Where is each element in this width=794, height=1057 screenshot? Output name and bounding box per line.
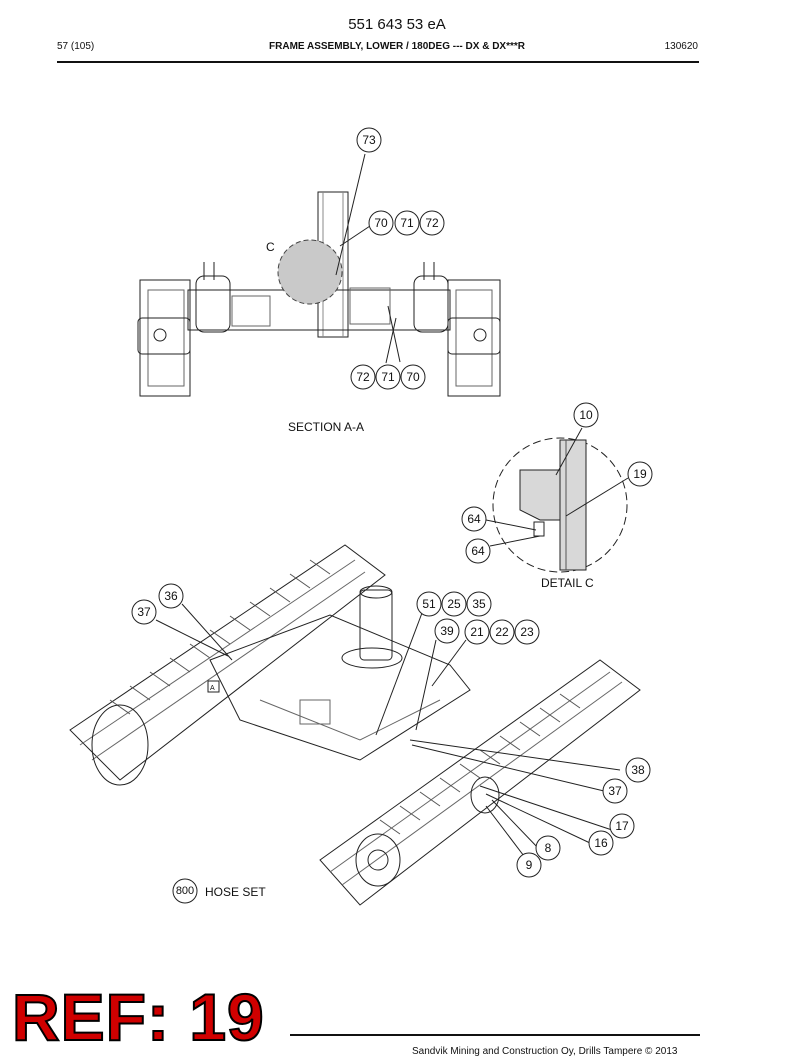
- callout: 72: [419, 210, 445, 236]
- header-rule: [57, 61, 699, 63]
- svg-text:70: 70: [406, 370, 420, 384]
- callout: 36: [158, 583, 184, 609]
- detail-label: DETAIL C: [541, 576, 594, 590]
- svg-text:800: 800: [176, 885, 194, 897]
- section-view: [137, 153, 501, 397]
- svg-text:22: 22: [495, 625, 509, 639]
- svg-text:71: 71: [400, 216, 414, 230]
- svg-text:72: 72: [356, 370, 370, 384]
- svg-text:64: 64: [471, 544, 485, 558]
- svg-text:9: 9: [526, 858, 533, 872]
- view-marker: A: [210, 685, 215, 692]
- callout: 64: [461, 506, 487, 532]
- callout: 37: [602, 778, 628, 804]
- callout: 16: [588, 830, 614, 856]
- callout: 72: [350, 364, 376, 390]
- callout: 21: [464, 619, 490, 645]
- svg-text:10: 10: [579, 408, 593, 422]
- svg-text:37: 37: [137, 605, 151, 619]
- callout: 37: [131, 599, 157, 625]
- callout: 38: [625, 757, 651, 783]
- svg-text:21: 21: [470, 625, 484, 639]
- footer-rule: [290, 1034, 700, 1036]
- page-number: 57 (105): [57, 41, 95, 52]
- hose-set-callout: 800: [172, 878, 198, 904]
- svg-text:72: 72: [425, 216, 439, 230]
- svg-text:37: 37: [608, 784, 622, 798]
- callout: 10: [573, 402, 599, 428]
- svg-text:16: 16: [594, 836, 608, 850]
- svg-text:38: 38: [631, 763, 645, 777]
- hose-set-label: HOSE SET: [205, 885, 266, 899]
- callout: 25: [441, 591, 467, 617]
- svg-text:73: 73: [362, 133, 376, 147]
- callout: 8: [535, 835, 561, 861]
- section-marker: C: [266, 240, 275, 254]
- callout: 71: [375, 364, 401, 390]
- isometric-view: [69, 544, 641, 906]
- date-code: 130620: [664, 41, 698, 52]
- document-number: 551 643 53 eA: [348, 16, 446, 33]
- svg-text:36: 36: [164, 589, 178, 603]
- callout: 22: [489, 619, 515, 645]
- callout: 9: [516, 852, 542, 878]
- callout: 23: [514, 619, 540, 645]
- callout: 70: [368, 210, 394, 236]
- callout: 64: [465, 538, 491, 564]
- callout: 39: [434, 618, 460, 644]
- ref-stamp: REF: 19: [11, 980, 265, 1054]
- callout: 19: [627, 461, 653, 487]
- svg-text:70: 70: [374, 216, 388, 230]
- detail-view: [485, 427, 629, 573]
- svg-text:71: 71: [381, 370, 395, 384]
- callout: 73: [356, 127, 382, 153]
- svg-text:8: 8: [545, 841, 552, 855]
- svg-text:39: 39: [440, 624, 454, 638]
- callout: 51: [416, 591, 442, 617]
- svg-text:35: 35: [472, 597, 486, 611]
- callout: 35: [466, 591, 492, 617]
- callout: 71: [394, 210, 420, 236]
- section-label: SECTION A-A: [288, 420, 364, 434]
- footer-copyright: Sandvik Mining and Construction Oy, Dril…: [412, 1046, 678, 1057]
- svg-text:51: 51: [422, 597, 436, 611]
- svg-text:64: 64: [467, 512, 481, 526]
- svg-text:25: 25: [447, 597, 461, 611]
- callout: 17: [609, 813, 635, 839]
- svg-text:19: 19: [633, 467, 647, 481]
- svg-text:17: 17: [615, 819, 629, 833]
- svg-text:23: 23: [520, 625, 534, 639]
- callout: 70: [400, 364, 426, 390]
- page-title: FRAME ASSEMBLY, LOWER / 180DEG --- DX & …: [269, 41, 525, 52]
